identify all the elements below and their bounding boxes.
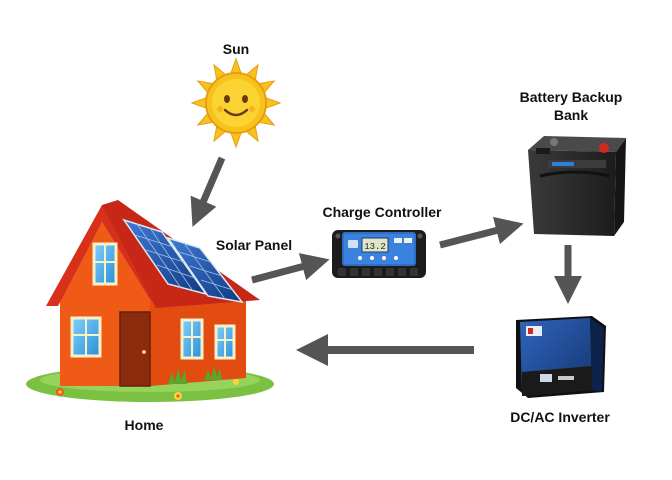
- sun-icon: [190, 57, 282, 149]
- house-window-left: [70, 316, 102, 358]
- controller-display-text: 13.2: [364, 242, 386, 252]
- house-window-right-1: [180, 318, 204, 360]
- sun-label: Sun: [222, 41, 250, 57]
- solar-panel-icon: [122, 218, 244, 304]
- charge-controller-icon: 13.2: [332, 230, 426, 278]
- flowers: [56, 366, 239, 400]
- arrow-panel-to-controller: [251, 253, 330, 284]
- house-door: [119, 311, 151, 387]
- house-window-top: [92, 242, 118, 286]
- arrow-sun-to-panel: [190, 156, 226, 227]
- house-window-right-2: [214, 324, 236, 360]
- arrow-controller-to-battery: [439, 216, 524, 249]
- battery-label: Battery Backup Bank: [519, 89, 623, 123]
- solar-panel-label: Solar Panel: [215, 237, 293, 253]
- flow-arrows: [190, 156, 582, 366]
- inverter-icon: [516, 316, 606, 398]
- inverter-label: DC/AC Inverter: [510, 409, 610, 425]
- battery-icon: [528, 136, 626, 236]
- home-label: Home: [124, 417, 164, 433]
- charge-controller-label: Charge Controller: [322, 204, 442, 220]
- house-illustration: [26, 200, 274, 402]
